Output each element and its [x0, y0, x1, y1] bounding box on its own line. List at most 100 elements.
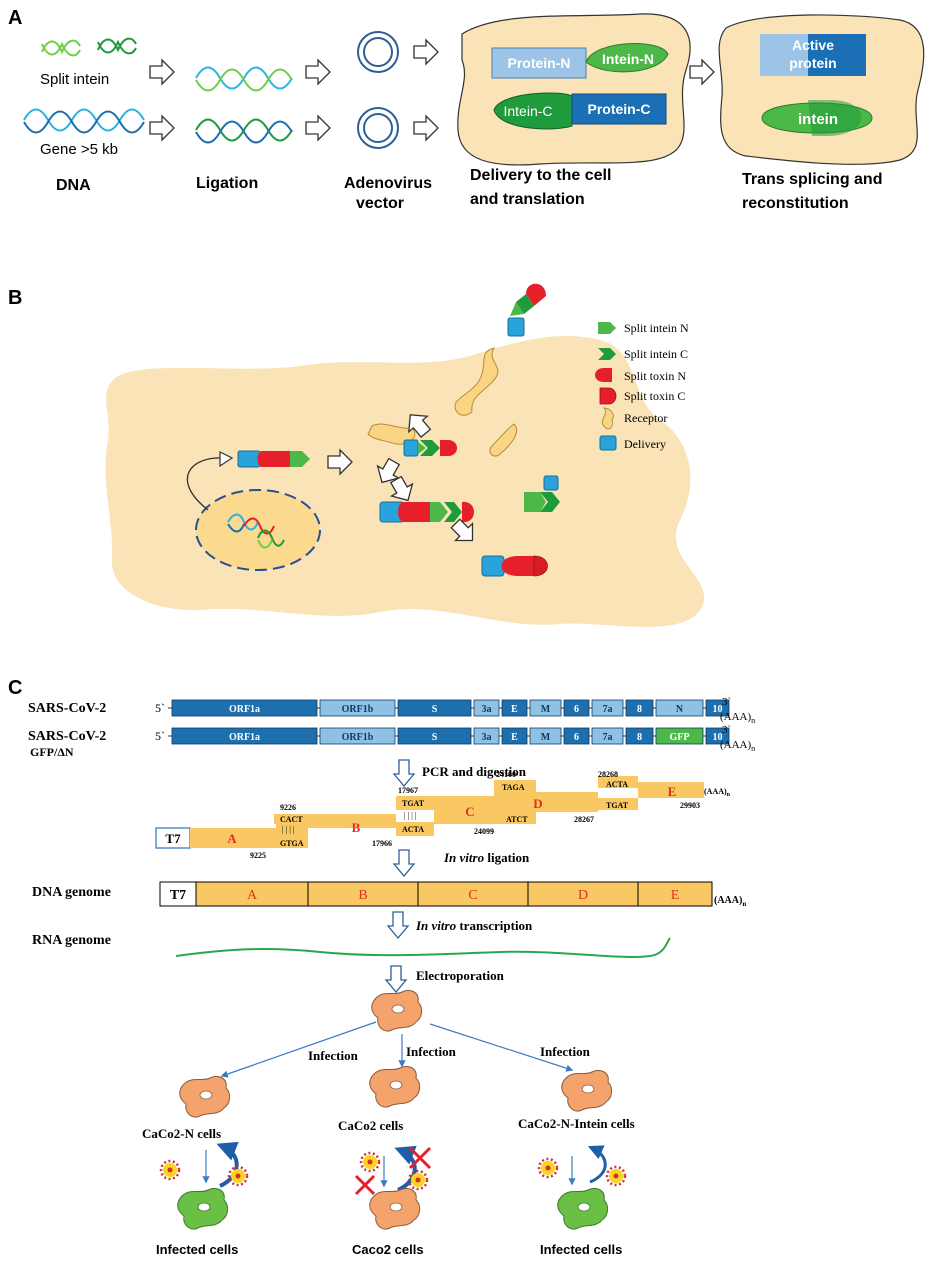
overhang-tgat-2: TGAT [606, 801, 629, 810]
gene-label-s: S [432, 732, 438, 743]
intein-c-label: Intein-C [503, 103, 552, 119]
arrow-icon [305, 115, 331, 141]
gene-label-orf1a: ORF1a [229, 732, 260, 743]
arrow-icon [413, 115, 439, 141]
incoming-construct [507, 283, 546, 337]
active-protein-label-1: Active [792, 37, 834, 53]
cycle-arrow [394, 1145, 417, 1192]
protein-n-label: Protein-N [508, 55, 571, 71]
active-protein-dark [808, 34, 866, 76]
legend-split-toxin-n: Split toxin N [624, 369, 686, 383]
virus-icon [605, 1165, 627, 1187]
legend-split-toxin-c-icon [599, 387, 617, 405]
gene-block-3a [473, 699, 500, 717]
t7-label: T7 [165, 831, 181, 846]
genome-segment-b [307, 881, 419, 907]
gene-block-orf1b [319, 699, 396, 717]
delivery-block [481, 555, 505, 577]
overhang-atct: ATCT [506, 815, 528, 824]
overhang-taga: TAGA [502, 783, 525, 792]
gene-block-7a [591, 699, 624, 717]
gene-block-orf1a [171, 699, 318, 717]
legend-split-intein-c-icon [598, 348, 616, 360]
gene-label-3a: 3a [482, 704, 492, 715]
cycle-arrow [587, 1145, 607, 1184]
intein-shape-shade [808, 100, 862, 136]
gene-label-orf1b: ORF1b [342, 732, 374, 743]
curved-arrow [186, 457, 225, 511]
overhang-acta-1: ACTA [402, 825, 424, 834]
gene-block-e [501, 699, 528, 717]
gene-label-s: S [432, 704, 438, 715]
panel-a-letter: A [8, 7, 22, 29]
virus-icon [227, 1165, 249, 1187]
electroporated-cell [371, 989, 423, 1032]
trans-label-2: reconstitution [742, 195, 849, 212]
fragments: T7 A B 9226 CACT | | | | GTGA 9225 17967… [155, 770, 731, 860]
infected-cell [177, 1187, 229, 1230]
uninfected-cell [369, 1187, 421, 1230]
cell-large [105, 335, 705, 627]
fragment-b-label: B [352, 820, 361, 835]
legend-receptor: Receptor [624, 411, 667, 425]
pos-24099: 24099 [474, 827, 494, 836]
row1-five-prime: 5` [155, 701, 165, 715]
gene-block-6 [563, 699, 590, 717]
virus-icon [537, 1157, 559, 1179]
infection-label-2: Infection [406, 1044, 457, 1059]
nucleus-dna-icon [227, 513, 285, 549]
active-protein-light [760, 34, 808, 76]
fragment-polya: (AAA)n [704, 787, 731, 798]
virus-icon [159, 1159, 181, 1181]
down-arrow-icon [393, 849, 415, 877]
arrow-icon [689, 59, 715, 85]
legend-split-intein-c: Split intein C [624, 347, 688, 361]
pos-24100: 24100 [496, 770, 516, 779]
blocked-x-icon [354, 1146, 432, 1196]
arrow-icon [413, 39, 439, 65]
genome-segment-label-d: D [578, 888, 588, 903]
gene-block-7a [591, 727, 624, 745]
gene-label-6: 6 [574, 732, 579, 743]
gene-label-7a: 7a [603, 704, 613, 715]
gene-block-3a [473, 727, 500, 745]
split-intein-helix-icon [41, 37, 137, 57]
cycle-arrow [216, 1141, 239, 1188]
gene-block-10 [705, 699, 730, 717]
gene-block-8 [625, 699, 654, 717]
transcription-caption: In vitro transcription [415, 918, 533, 933]
gene-label-orf1b: ORF1b [342, 704, 374, 715]
genome-segment-a [195, 881, 309, 907]
receptor-shape [489, 423, 518, 457]
gene-label-8: 8 [637, 704, 642, 715]
adenovirus-vector-icon [357, 31, 399, 149]
gene-block-e [501, 727, 528, 745]
legend-delivery-icon [599, 435, 617, 451]
pos-9226: 9226 [280, 803, 296, 812]
gene-label-10: 10 [713, 732, 723, 743]
toxin-reconstituted [501, 556, 534, 576]
fragment-e-label: E [668, 784, 677, 799]
intein-n-label: Intein-N [602, 51, 654, 67]
gene-label-m: M [541, 704, 551, 715]
pos-17967: 17967 [398, 786, 418, 795]
gene-label-m: M [541, 732, 551, 743]
active-protein-label-2: protein [789, 55, 836, 71]
trans-label-1: Trans splicing and [742, 171, 882, 188]
genome-segment-label-e: E [671, 888, 680, 903]
overhang-ticks-2: | | | | [404, 811, 416, 820]
caco2-cells-bottom-label: Caco2 cells [352, 1242, 424, 1257]
adeno-label-2: vector [356, 195, 404, 212]
genome-segment-label-a: A [247, 888, 258, 903]
panel-b-letter: B [8, 287, 22, 309]
caco2n-intein-cells-label: CaCo2-N-Intein cells [518, 1116, 635, 1131]
gene-helix-icon [23, 108, 145, 134]
protein-c-box [571, 93, 667, 125]
gene-label-n: N [676, 704, 684, 715]
legend-receptor-icon [601, 407, 614, 430]
intein-label: intein [798, 111, 838, 128]
infected-cells-label-2: Infected cells [540, 1242, 622, 1257]
toxin-n-block [257, 451, 290, 467]
